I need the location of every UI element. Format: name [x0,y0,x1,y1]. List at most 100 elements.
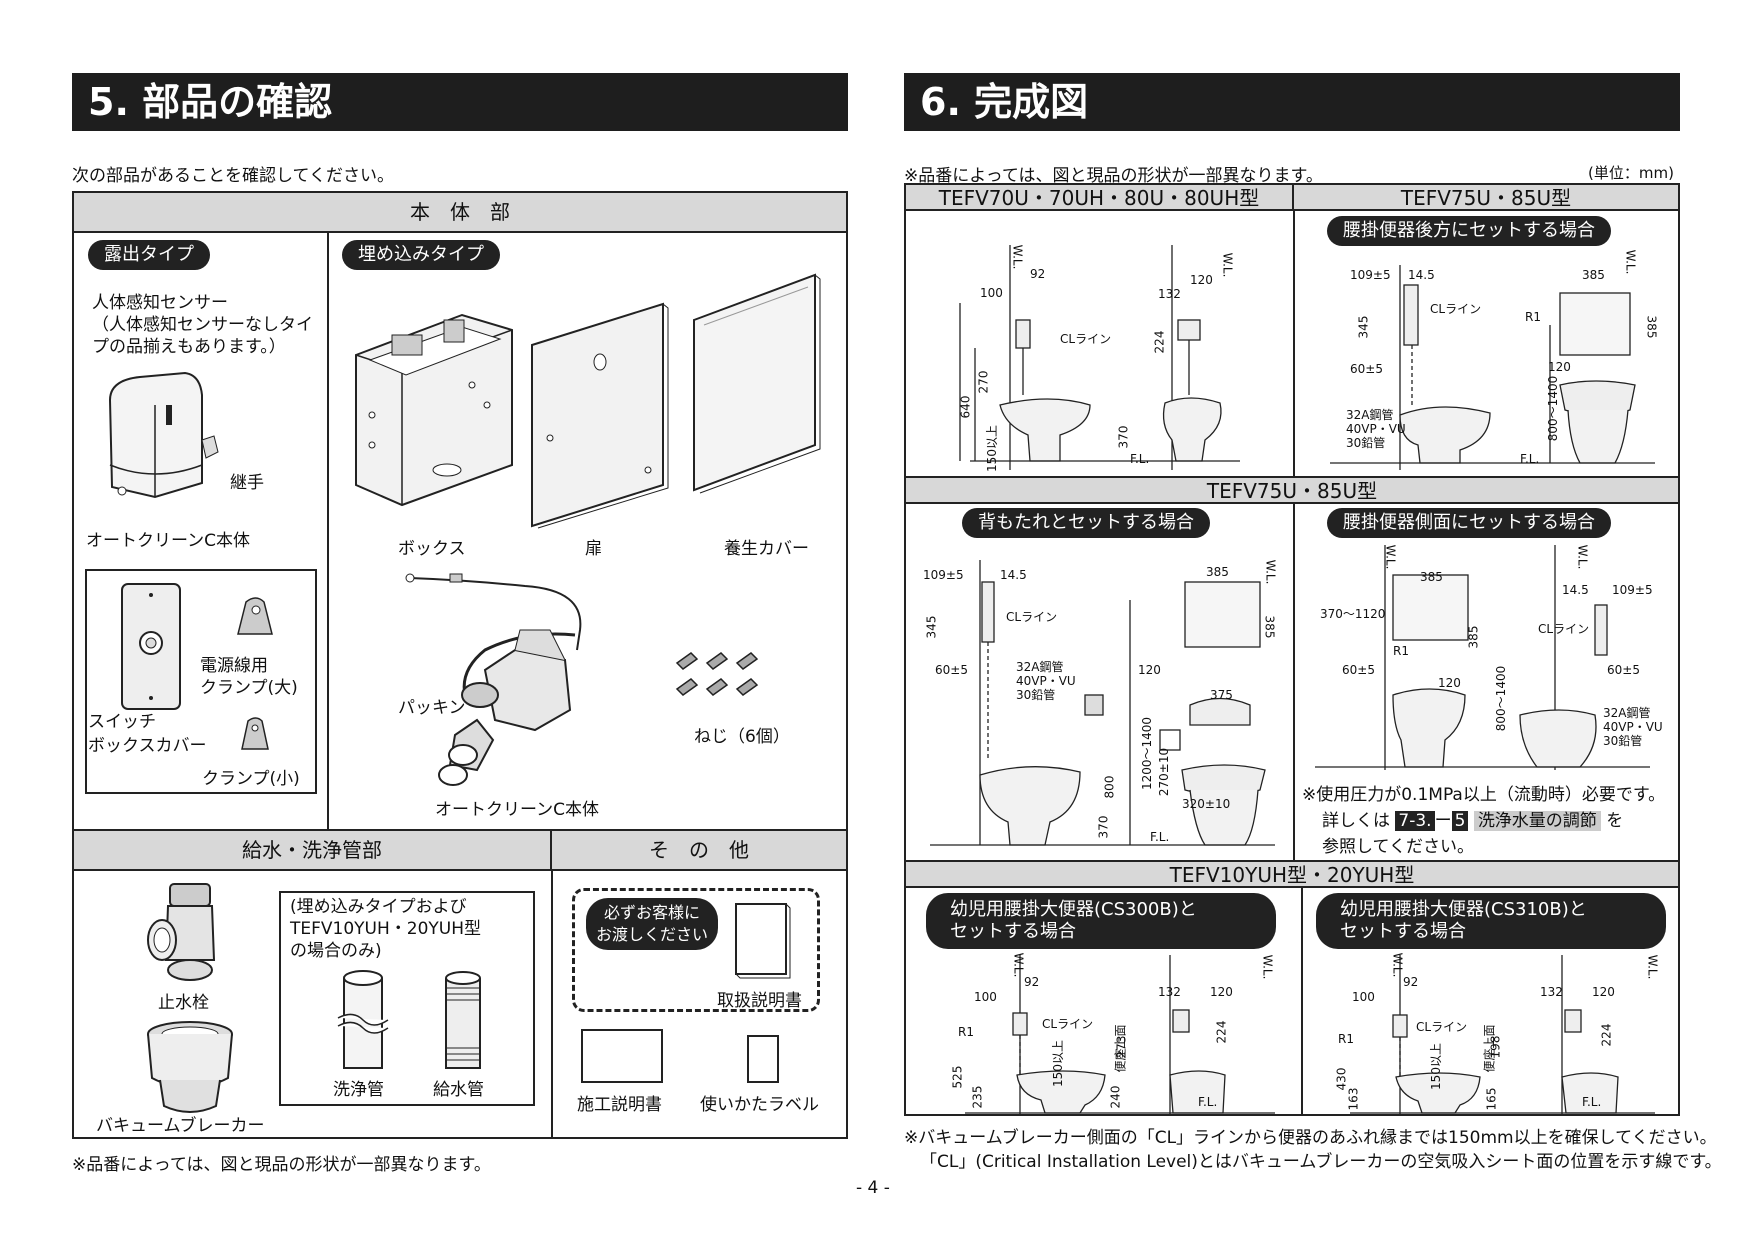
dim-label: F.L. [1150,830,1170,844]
divider [904,476,1680,478]
dim-label: 525 [950,1065,965,1089]
dim-label: 100 [980,286,1003,300]
dim-label: W.L. [1220,252,1235,278]
dim-label: 270 [976,370,991,394]
flush-pipe-label: 洗浄管 [333,1080,384,1100]
valve-assembly-illustration [405,573,582,786]
dim-label: 60±5 [935,663,968,677]
section-title-parts: 5. 部品の確認 [72,73,848,131]
dim-label: CLライン [1416,1020,1468,1034]
dim-label: 224 [1599,1023,1614,1047]
pill-backrest: 背もたれとセットする場合 [962,508,1210,538]
dim-label: R1 [1525,310,1541,324]
dim-label: 60±5 [1342,663,1375,677]
dim-label: F.L. [1582,1095,1602,1109]
dim-label: 60±5 [1350,362,1383,376]
divider [1293,211,1295,476]
clamp-large-illustration [237,597,273,635]
dim-label: 370 [1116,425,1131,449]
dim-label: R1 [1338,1032,1354,1046]
dim-label: 14.5 [1408,268,1435,282]
diagram-panel [904,183,1680,1116]
pressure-note-2b: を [1606,811,1624,831]
usage-label-illustration [747,1035,779,1083]
diagram-backrest [930,560,1275,846]
dim-label: 385 [1420,570,1443,584]
dim-label: R1 [958,1025,974,1039]
dim-label: 32A鋼管 40VP・VU 30鉛管 [1346,408,1406,450]
dim-label: 385 [1262,615,1277,639]
pill-cs300: 幼児用腰掛大便器(CS300B)と セットする場合 [926,893,1276,949]
dim-label: 132 [1540,985,1563,999]
vacuum-breaker-illustration [147,1021,233,1113]
diagram-side [1315,545,1650,770]
stop-valve-illustration [147,883,216,981]
dim-label: 109±5 [923,568,964,582]
autoclean-exposed-illustration [108,371,219,499]
dim-label: 100 [1352,990,1375,1004]
dim-label: 100 [974,990,997,1004]
diagram-tefv75u-back [1330,265,1655,470]
dim-label: 92 [1024,975,1040,989]
dim-label: 120 [1138,663,1161,677]
sensor-label: 人体感知センサー （人体感知センサーなしタイ プの品揃えもあります。） [92,293,313,357]
dim-label: F.L. [1520,452,1540,466]
diagram-tefv70u [959,245,1240,470]
flush-pipe-illustration [337,970,389,1069]
door-label: 扉 [585,539,602,559]
pressure-note-1: ※使用圧力が0.1MPa以上（流動時）必要です。 [1302,785,1666,805]
dim-label: 163 [1346,1087,1361,1111]
switch-box-cover-illustration [121,583,181,710]
dim-label: 640 [958,395,973,419]
dim-label: 375 [1210,688,1233,702]
manual-label: 取扱説明書 [717,991,802,1011]
dim-label: CLライン [1538,622,1590,636]
dim-label: 1200〜1400 [1140,716,1155,791]
cover-label: 養生カバー [724,539,809,559]
dim-label: 345 [1356,315,1371,339]
right-note: ※品番によっては、図と現品の形状が一部異なります。 [904,166,1323,186]
screws-label: ねじ（6個） [694,727,790,747]
joint-label: 継手 [230,473,264,493]
vacuum-breaker-label: バキュームブレーカー [96,1116,265,1136]
dim-label: 150以上 [984,425,999,472]
right-footnote-1: ※バキュームブレーカー側面の「CL」ラインから便器のあふれ縁までは150mm以上… [904,1128,1717,1148]
install-manual-label: 施工説明書 [577,1095,662,1115]
dim-label: CLライン [1042,1017,1094,1031]
dim-label: 385 [1582,268,1605,282]
usage-label-label: 使いかたラベル [700,1095,819,1115]
dim-label: 32A鋼管 40VP・VU 30鉛管 [1016,660,1076,702]
dim-label: 150以上 [1050,1040,1065,1087]
dim-label: 385 [1644,315,1659,339]
diagram-cs310 [1350,955,1655,1115]
dim-label: 92 [1030,267,1046,281]
row2-head: TEFV75U・85U型 [906,478,1678,504]
dim-label: 224 [1214,1020,1229,1044]
must-give-frame [572,888,820,1012]
dim-label: 120 [1592,985,1615,999]
dim-label: R1 [1393,644,1409,658]
dim-label: 92 [1403,975,1419,989]
dim-label: 165 [1484,1087,1499,1111]
dim-label: 800〜1400 [1494,665,1509,732]
dim-label: 370〜1120 [1320,607,1386,621]
dim-label: 385 [1206,565,1229,579]
exposed-type-pill: 露出タイプ [88,240,210,270]
autoclean-left-label: オートクリーンC本体 [86,531,251,551]
box-illustration [355,313,513,507]
must-give-pill: 必ずお客様に お渡しください [586,898,719,950]
pill-back: 腰掛便器後方にセットする場合 [1327,216,1611,246]
dim-label: W.L. [1011,952,1026,978]
pill-side: 腰掛便器側面にセットする場合 [1327,508,1611,538]
dim-label: 14.5 [1562,583,1589,597]
dim-label: 14.5 [1000,568,1027,582]
cover-illustration [693,273,821,494]
clamp-small-label: クランプ(小) [202,769,300,789]
dim-label: W.L. [1390,952,1405,978]
dim-label: 120 [1190,273,1213,287]
supply-pipe-label: 給水管 [433,1080,484,1100]
supply-pipe-illustration [445,971,481,1069]
dim-label: 240 [1108,1085,1123,1109]
autoclean-center-label: オートクリーンC本体 [435,800,600,820]
packing-label: パッキン [398,698,466,718]
